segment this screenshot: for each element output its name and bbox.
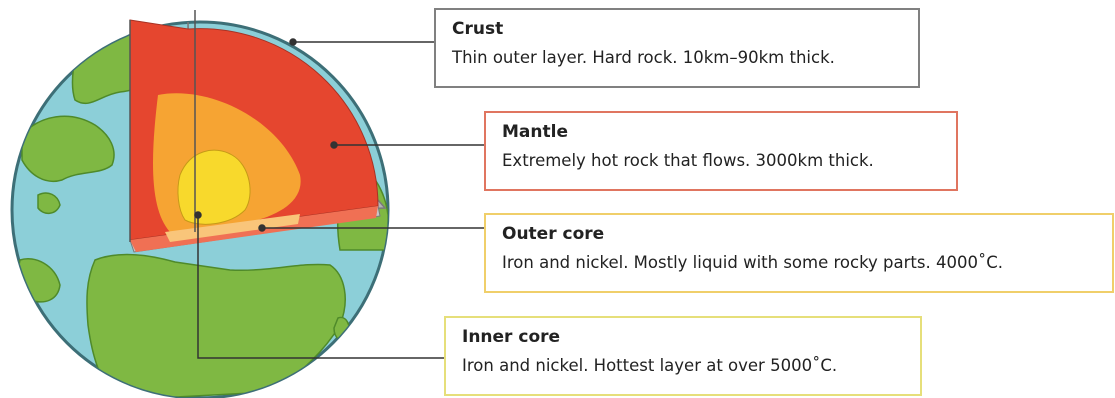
cutaway-section (130, 10, 385, 252)
outer-core-title: Outer core (502, 223, 1098, 245)
mantle-description: Extremely hot rock that flows. 3000km th… (502, 149, 942, 173)
inner-core-label-box: Inner core Iron and nickel. Hottest laye… (444, 316, 922, 396)
outer-core-label-box: Outer core Iron and nickel. Mostly liqui… (484, 213, 1114, 293)
outer-core-dot (259, 225, 265, 231)
mantle-title: Mantle (502, 121, 942, 143)
mantle-label-box: Mantle Extremely hot rock that flows. 30… (484, 111, 958, 191)
mantle-dot (331, 142, 337, 148)
inner-core-layer (178, 150, 250, 224)
inner-core-title: Inner core (462, 326, 906, 348)
crust-label-box: Crust Thin outer layer. Hard rock. 10km–… (434, 8, 920, 88)
crust-dot (290, 39, 296, 45)
outer-core-description: Iron and nickel. Mostly liquid with some… (502, 251, 1098, 275)
crust-description: Thin outer layer. Hard rock. 10km–90km t… (452, 46, 904, 70)
inner-core-dot (195, 212, 201, 218)
africa-continent (87, 254, 345, 398)
crust-title: Crust (452, 18, 904, 40)
inner-core-description: Iron and nickel. Hottest layer at over 5… (462, 354, 906, 378)
